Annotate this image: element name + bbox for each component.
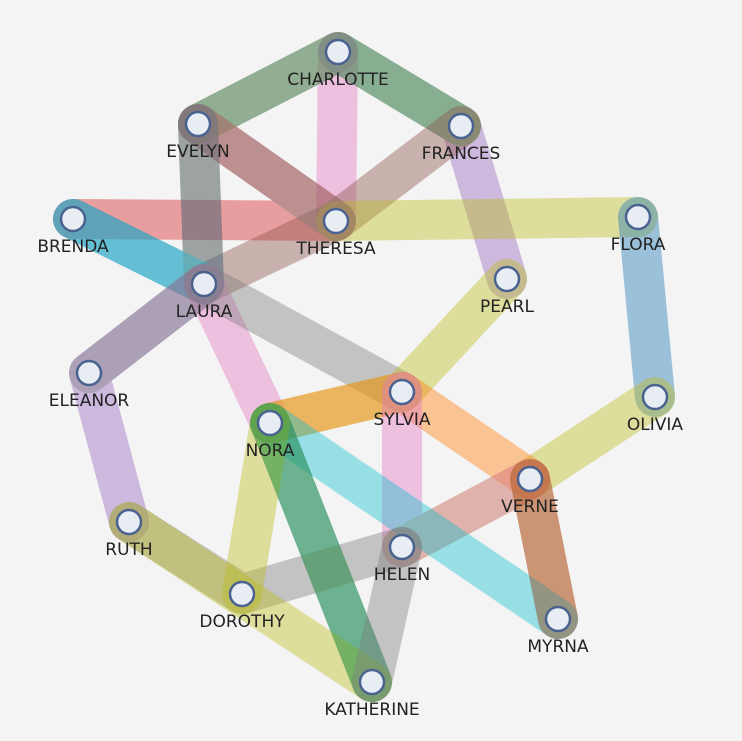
node-dot[interactable] (516, 465, 544, 493)
node-label: NORA (246, 441, 295, 461)
node-brenda[interactable]: BRENDA (37, 205, 109, 257)
node-dot[interactable] (388, 533, 416, 561)
node-label: CHARLOTTE (287, 70, 389, 90)
node-dot[interactable] (641, 383, 669, 411)
hyperedge-e20[interactable] (250, 403, 578, 639)
node-eleanor[interactable]: ELEANOR (49, 359, 130, 411)
node-layer: CHARLOTTE EVELYN FRANCES BRENDA THERESA FLORA… (37, 38, 684, 720)
node-label: MYRNA (527, 637, 589, 657)
hyperedge-e9[interactable] (316, 197, 658, 241)
node-dot[interactable] (322, 207, 350, 235)
hyperedge-e19[interactable] (510, 459, 578, 639)
node-dot[interactable] (184, 110, 212, 138)
hyperedge-e4[interactable] (178, 104, 224, 304)
node-dot[interactable] (388, 378, 416, 406)
node-label: ELEANOR (49, 391, 130, 411)
node-label: DOROTHY (199, 612, 285, 632)
node-charlotte[interactable]: CHARLOTTE (287, 38, 389, 90)
node-ruth[interactable]: RUTH (105, 508, 153, 560)
node-label: EVELYN (166, 142, 229, 162)
node-theresa[interactable]: THERESA (295, 207, 376, 259)
node-laura[interactable]: LAURA (176, 270, 233, 322)
node-label: HELEN (374, 565, 430, 585)
node-evelyn[interactable]: EVELYN (166, 110, 230, 162)
node-dot[interactable] (447, 112, 475, 140)
node-dot[interactable] (624, 203, 652, 231)
node-label: PEARL (480, 297, 534, 317)
node-flora[interactable]: FLORA (611, 203, 666, 255)
node-label: LAURA (176, 302, 233, 322)
node-dot[interactable] (358, 668, 386, 696)
hyperedge-e23[interactable] (222, 403, 290, 614)
hyperedge-e26[interactable] (352, 527, 422, 702)
node-katherine[interactable]: KATHERINE (324, 668, 420, 720)
node-dot[interactable] (493, 265, 521, 293)
node-nora[interactable]: NORA (246, 409, 295, 461)
node-dot[interactable] (324, 38, 352, 66)
node-dot[interactable] (59, 205, 87, 233)
node-label: SYLVIA (373, 410, 430, 430)
hyperedge-e14[interactable] (184, 264, 290, 443)
hyperedge-e25[interactable] (250, 403, 392, 702)
hyperedge-e8[interactable] (53, 199, 224, 304)
node-frances[interactable]: FRANCES (422, 112, 501, 164)
node-dot[interactable] (256, 409, 284, 437)
node-dorothy[interactable]: DOROTHY (199, 580, 285, 632)
node-dot[interactable] (115, 508, 143, 536)
node-label: OLIVIA (627, 415, 684, 435)
node-pearl[interactable]: PEARL (480, 265, 534, 317)
node-olivia[interactable]: OLIVIA (627, 383, 684, 435)
node-dot[interactable] (544, 605, 572, 633)
node-label: BRENDA (37, 237, 109, 257)
node-label: VERNE (501, 497, 559, 517)
hyperedge-e1[interactable] (316, 32, 358, 241)
node-label: RUTH (105, 540, 152, 560)
hyperedge-e28[interactable] (69, 264, 224, 393)
hyperedge-e21[interactable] (250, 403, 392, 702)
node-myrna[interactable]: MYRNA (527, 605, 589, 657)
node-sylvia[interactable]: SYLVIA (373, 378, 431, 430)
node-dot[interactable] (228, 580, 256, 608)
node-label: THERESA (295, 239, 376, 259)
node-label: FLORA (611, 235, 666, 255)
hyperedge-e27[interactable] (510, 459, 578, 639)
node-label: KATHERINE (324, 700, 419, 720)
hyperedge-layer (53, 32, 675, 702)
node-helen[interactable]: HELEN (374, 533, 430, 585)
hyperedge-e11[interactable] (618, 197, 675, 417)
hyperedge-e15[interactable] (184, 264, 422, 412)
node-label: FRANCES (422, 144, 501, 164)
node-verne[interactable]: VERNE (501, 465, 559, 517)
node-dot[interactable] (75, 359, 103, 387)
node-dot[interactable] (190, 270, 218, 298)
